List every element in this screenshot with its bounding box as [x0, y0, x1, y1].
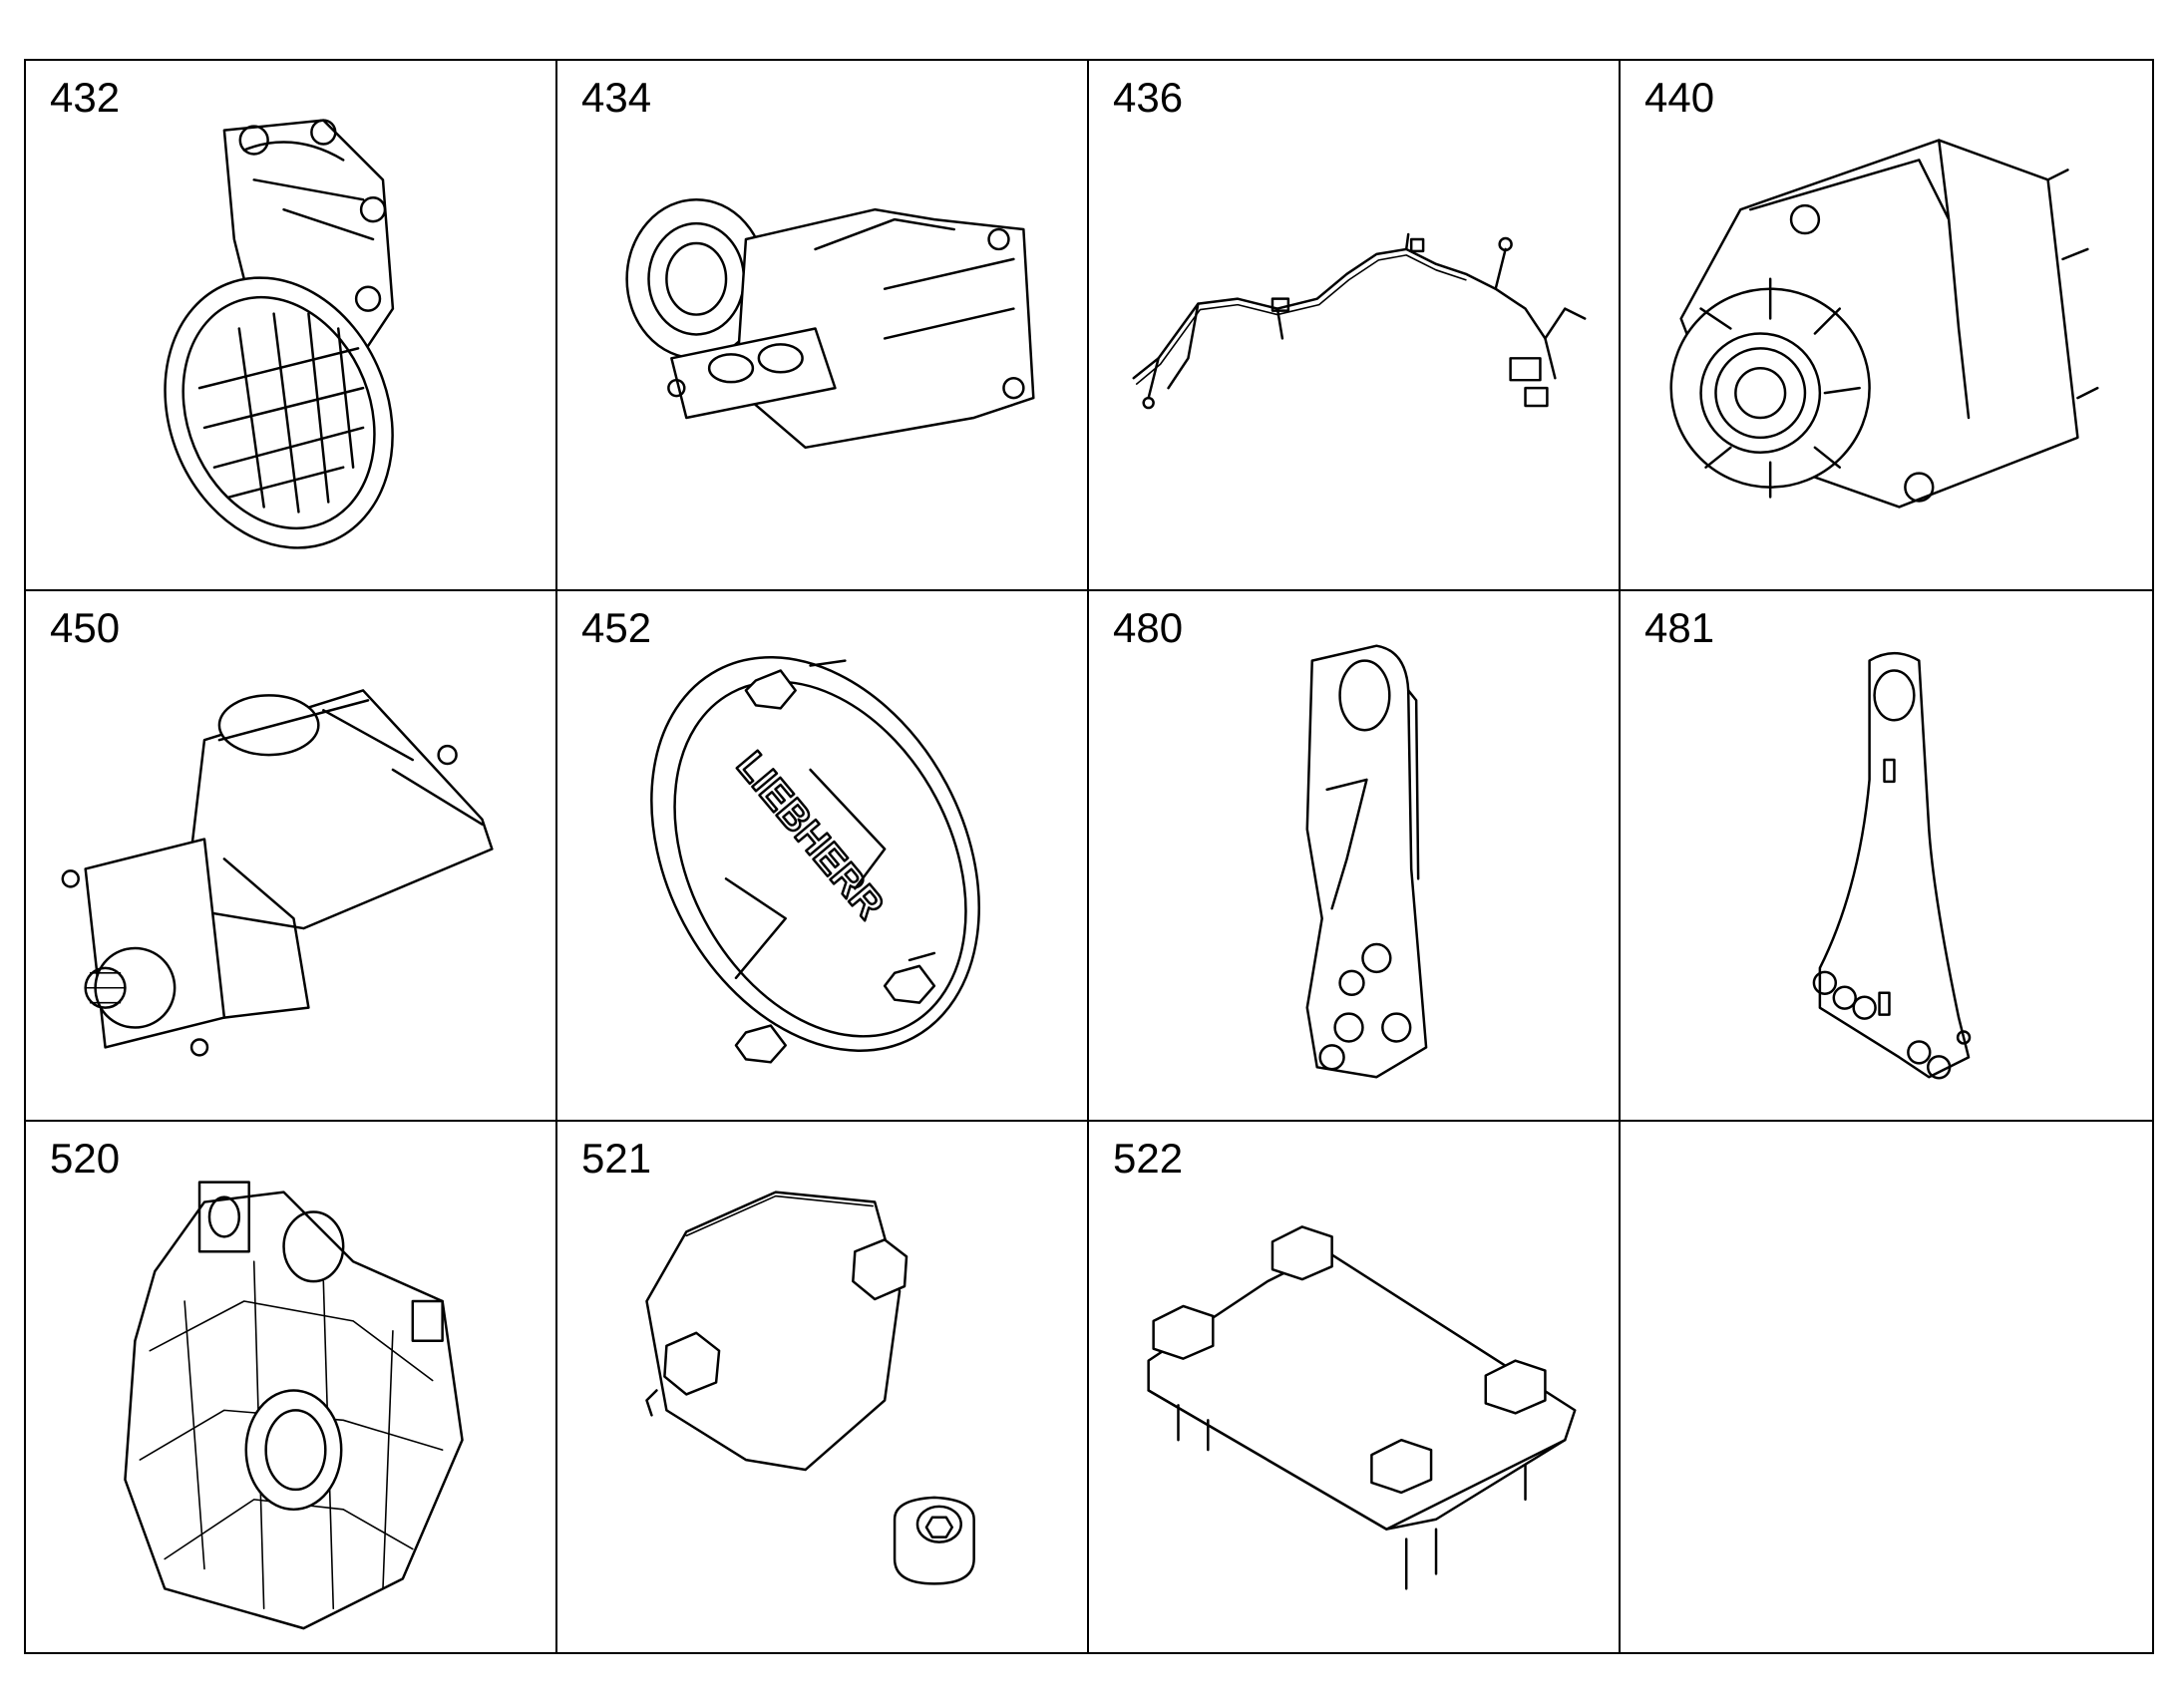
part-cell-450[interactable]: 450: [26, 591, 557, 1122]
flywheel-housing-icon: [124, 1181, 464, 1630]
part-number: 436: [1113, 74, 1184, 121]
part-number: 521: [581, 1135, 652, 1182]
part-cell-520[interactable]: 520: [26, 1122, 557, 1652]
parts-grid: 432 434 436: [24, 59, 2154, 1654]
part-cell-481[interactable]: 481: [1621, 591, 2152, 1122]
part-number: 450: [50, 604, 121, 651]
part-number: 452: [581, 604, 652, 651]
lifting-bracket-icon: [1812, 651, 1972, 1080]
part-cell-522[interactable]: 522: [1089, 1122, 1621, 1652]
part-cell-521[interactable]: 521: [557, 1122, 1089, 1652]
empty-cell: [1621, 1122, 2152, 1652]
blanking-plate-icon: [645, 1191, 975, 1585]
part-number: 520: [50, 1135, 121, 1182]
part-cell-440[interactable]: 440: [1621, 61, 2152, 591]
lifting-bracket-icon: [1305, 644, 1428, 1079]
mounting-plate-icon: [1147, 1225, 1577, 1590]
part-cell-480[interactable]: 480: [1089, 591, 1621, 1122]
starter-motor-icon: [61, 689, 494, 1057]
part-cell-452[interactable]: 452 LIEBHERR: [557, 591, 1089, 1122]
part-number: 480: [1113, 604, 1184, 651]
part-number: 434: [581, 74, 652, 121]
part-number: 432: [50, 74, 121, 121]
intake-housing-icon: [164, 119, 395, 549]
turbocharger-icon: [625, 197, 1035, 450]
part-number: 481: [1644, 604, 1715, 651]
alternator-icon: [1669, 139, 2099, 509]
part-number: 440: [1644, 74, 1715, 121]
part-cell-436[interactable]: 436: [1089, 61, 1621, 591]
part-number: 522: [1113, 1135, 1184, 1182]
cover-plate-icon: LIEBHERR: [650, 656, 980, 1064]
part-cell-434[interactable]: 434: [557, 61, 1089, 591]
part-cell-432[interactable]: 432: [26, 61, 557, 591]
wiring-harness-icon: [1132, 232, 1587, 410]
